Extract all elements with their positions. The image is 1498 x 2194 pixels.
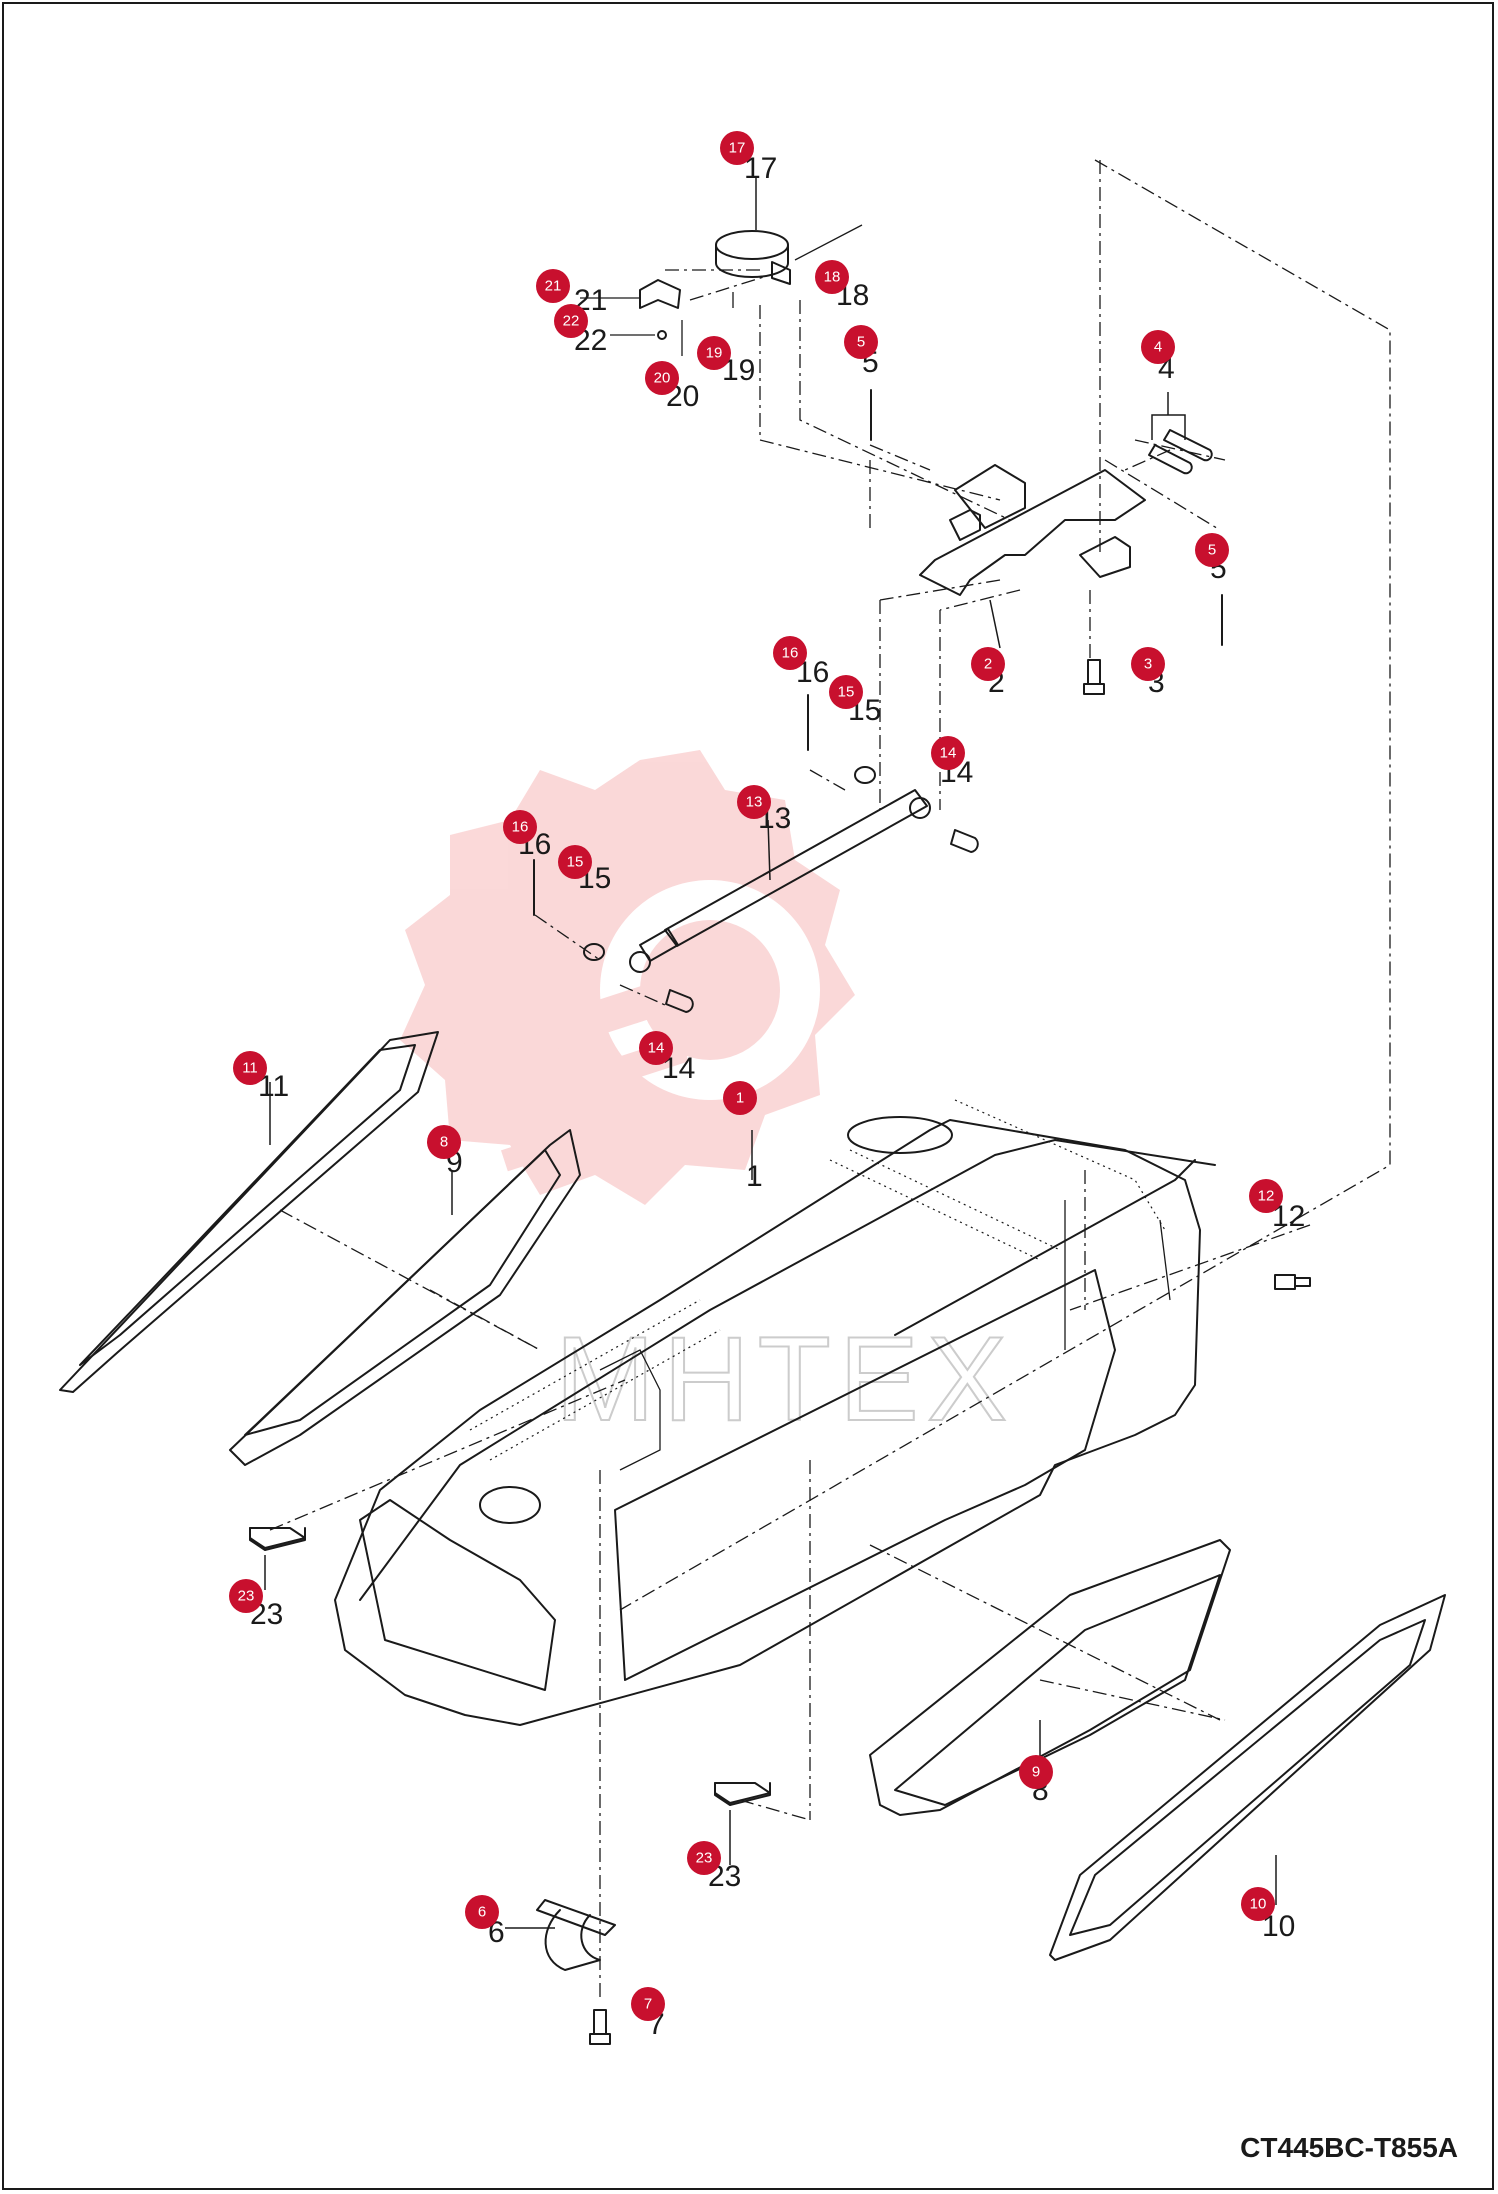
svg-text:5: 5 bbox=[857, 334, 865, 351]
pin-part-4 bbox=[1148, 392, 1213, 475]
callout-badge-1: 1 bbox=[723, 1081, 757, 1115]
callout-badge-23a: 23 bbox=[229, 1579, 263, 1613]
svg-text:5: 5 bbox=[1208, 542, 1216, 559]
callout-badge-18: 18 bbox=[815, 260, 849, 294]
callout-badge-19: 19 bbox=[697, 336, 731, 370]
callout-badge-22: 22 bbox=[554, 304, 588, 338]
svg-text:10: 10 bbox=[1250, 1896, 1267, 1913]
svg-text:2: 2 bbox=[984, 656, 992, 673]
gas-strut-part bbox=[533, 694, 979, 1013]
part-number-labels: 17 18 19 20 21 22 5 4 5 2 3 16 15 14 13 … bbox=[250, 152, 1305, 2041]
svg-text:15: 15 bbox=[567, 854, 584, 871]
bolt-part-7 bbox=[589, 2009, 611, 2045]
hook-part-6 bbox=[505, 1899, 616, 1971]
svg-text:4: 4 bbox=[1154, 339, 1162, 356]
callout-badge-23b: 23 bbox=[687, 1841, 721, 1875]
svg-text:23: 23 bbox=[238, 1588, 255, 1605]
side-grille-part-11 bbox=[59, 1031, 439, 1393]
svg-text:13: 13 bbox=[746, 794, 763, 811]
callout-badge-4: 4 bbox=[1141, 330, 1175, 364]
side-grille-part-10 bbox=[1049, 1594, 1446, 1961]
support-plate-part bbox=[919, 464, 1146, 649]
side-panel-part-9 bbox=[229, 1129, 581, 1466]
callout-badge-2: 2 bbox=[971, 647, 1005, 681]
callout-badge-14a: 14 bbox=[931, 736, 965, 770]
pin-part-5 bbox=[870, 389, 1223, 646]
assembly-guide-lines bbox=[269, 159, 1391, 2000]
callout-badge-12: 12 bbox=[1249, 1179, 1283, 1213]
svg-text:11: 11 bbox=[242, 1060, 258, 1077]
svg-text:20: 20 bbox=[654, 370, 671, 387]
svg-text:12: 12 bbox=[1258, 1188, 1275, 1205]
callout-badge-14b: 14 bbox=[639, 1031, 673, 1065]
callout-badge-13: 13 bbox=[737, 785, 771, 819]
svg-text:18: 18 bbox=[824, 269, 841, 286]
callout-badge-21: 21 bbox=[536, 269, 570, 303]
svg-text:14: 14 bbox=[648, 1040, 665, 1057]
callout-badge-6: 6 bbox=[465, 1895, 499, 1929]
svg-text:1: 1 bbox=[736, 1090, 744, 1107]
fuel-cap-part bbox=[715, 178, 791, 285]
cap-hinge-parts bbox=[580, 224, 863, 356]
svg-text:7: 7 bbox=[644, 1996, 652, 2013]
svg-text:15: 15 bbox=[838, 684, 855, 701]
callout-badge-7: 7 bbox=[631, 1987, 665, 2021]
svg-text:14: 14 bbox=[940, 745, 957, 762]
callout-badge-20: 20 bbox=[645, 361, 679, 395]
callout-badge-5b: 5 bbox=[1195, 533, 1229, 567]
callout-badge-16b: 16 bbox=[503, 810, 537, 844]
svg-text:16: 16 bbox=[512, 819, 529, 836]
callout-badge-17: 17 bbox=[720, 131, 754, 165]
svg-text:3: 3 bbox=[1144, 656, 1152, 673]
svg-text:23: 23 bbox=[696, 1850, 713, 1867]
drawing-code: CT445BC-T855A bbox=[1240, 2132, 1458, 2163]
svg-text:9: 9 bbox=[1032, 1764, 1040, 1781]
svg-text:19: 19 bbox=[706, 345, 723, 362]
watermark-text: MHTEX bbox=[555, 1312, 1015, 1446]
svg-text:8: 8 bbox=[440, 1134, 448, 1151]
svg-text:6: 6 bbox=[478, 1904, 486, 1921]
svg-text:21: 21 bbox=[545, 278, 562, 295]
pad-part-23-left bbox=[249, 1527, 306, 1590]
svg-text:22: 22 bbox=[563, 313, 580, 330]
callout-badge-9: 8 bbox=[427, 1125, 461, 1159]
callout-badge-8: 9 bbox=[1019, 1755, 1053, 1789]
callout-badge-15a: 15 bbox=[829, 675, 863, 709]
pad-part-23-right bbox=[714, 1782, 771, 1865]
callout-badge-5a: 5 bbox=[844, 325, 878, 359]
callout-badge-15b: 15 bbox=[558, 845, 592, 879]
svg-text:1: 1 bbox=[746, 1160, 763, 1193]
callout-badge-16a: 16 bbox=[773, 636, 807, 670]
svg-text:17: 17 bbox=[729, 140, 746, 157]
hood-part bbox=[334, 1099, 1216, 1726]
bolt-part-12 bbox=[1274, 1274, 1311, 1290]
callout-badge-10: 10 bbox=[1241, 1887, 1275, 1921]
callout-badge-11: 11 bbox=[233, 1051, 267, 1085]
callout-badge-3: 3 bbox=[1131, 647, 1165, 681]
svg-text:16: 16 bbox=[782, 645, 799, 662]
bolt-part-3 bbox=[1083, 659, 1105, 695]
